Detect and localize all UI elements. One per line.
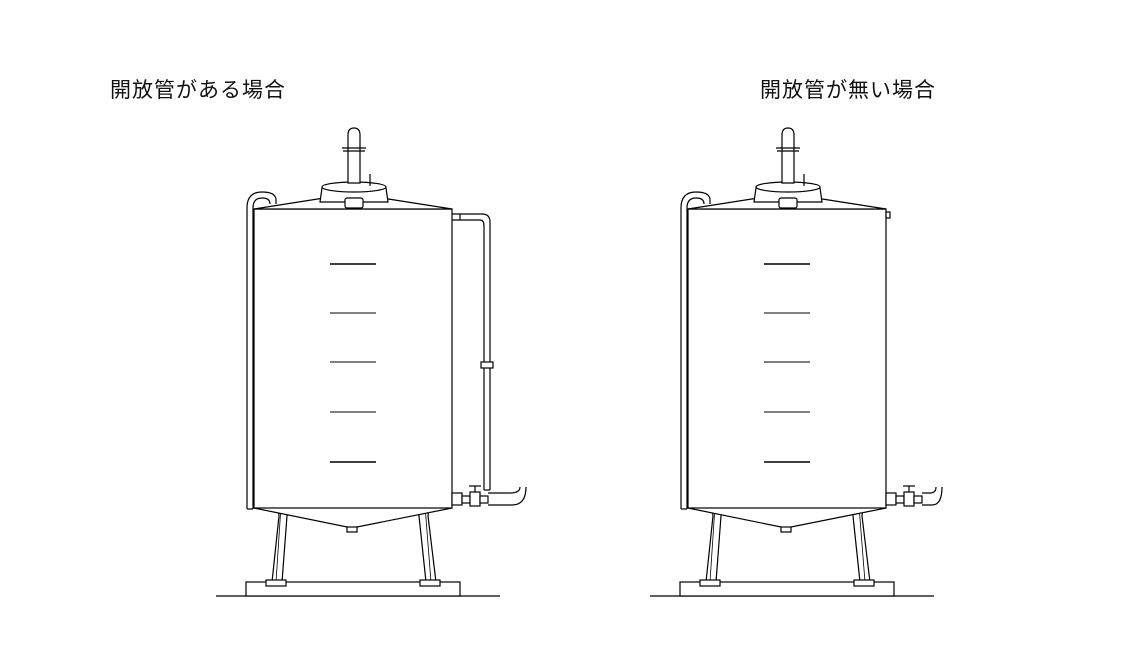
drain-nozzle: [780, 526, 792, 533]
base-plate: [679, 581, 895, 597]
panel-title: 開放管がある場合: [110, 78, 286, 102]
level-gauge-tube: [680, 191, 711, 510]
base-plate: [245, 581, 461, 597]
level-marks: [764, 263, 810, 463]
outlet-valve: [451, 485, 527, 507]
panel-without-open-pipe: 開放管が無い場合: [566, 0, 1132, 668]
tank-diagram-without-open-pipe: [650, 127, 943, 597]
manhole-lid: [319, 174, 389, 209]
panel-title: 開放管が無い場合: [760, 78, 936, 102]
level-marks: [330, 263, 376, 463]
tank-body: [253, 208, 453, 509]
panel-with-open-pipe: 開放管がある場合: [110, 78, 527, 597]
tank-diagram-with-open-pipe: [216, 127, 527, 597]
open-pipe: [452, 213, 494, 491]
level-gauge-tube: [246, 191, 277, 510]
capped-nozzle: [885, 211, 891, 219]
vent-pipe: [342, 127, 366, 184]
outlet-valve: [885, 485, 943, 507]
vent-pipe: [776, 127, 800, 184]
drain-nozzle: [346, 526, 358, 533]
tank-body: [687, 208, 887, 509]
